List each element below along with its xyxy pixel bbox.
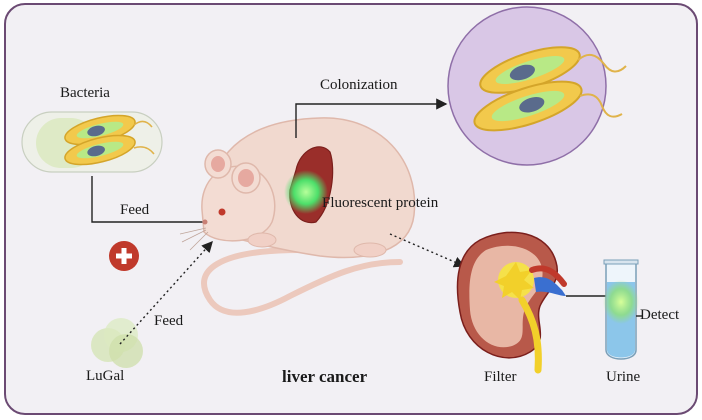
label-lugal: LuGal [86, 369, 124, 384]
label-detect: Detect [640, 308, 679, 323]
plus-icon [109, 241, 139, 271]
label-colonization: Colonization [320, 78, 398, 93]
label-filter: Filter [484, 370, 517, 385]
bacteria-icon [22, 110, 162, 172]
label-liver-cancer: liver cancer [282, 368, 367, 385]
label-feed-bottom: Feed [154, 314, 183, 329]
test-tube-icon [603, 260, 639, 359]
label-bacteria: Bacteria [60, 86, 110, 101]
label-fluorescent-protein: Fluorescent protein [322, 196, 438, 211]
label-urine: Urine [606, 370, 640, 385]
label-feed-top: Feed [120, 203, 149, 218]
